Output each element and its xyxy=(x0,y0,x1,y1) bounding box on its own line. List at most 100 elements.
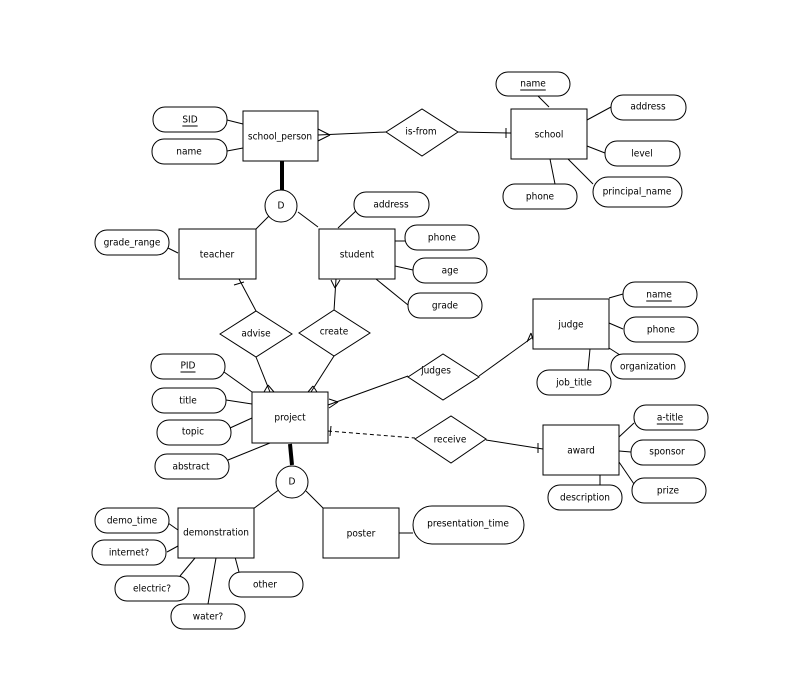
relationship-label: receive xyxy=(434,435,467,446)
attribute-judge-name[interactable]: name xyxy=(622,281,698,308)
disjoint-marker-school-person: D xyxy=(264,189,298,223)
attribute-judge-job-title[interactable]: job_title xyxy=(536,369,612,396)
attribute-student-grade[interactable]: grade xyxy=(407,292,483,319)
attribute-school-principal-name[interactable]: principal_name xyxy=(592,176,683,208)
attribute-label: water? xyxy=(193,612,224,623)
crowfoot-create-a xyxy=(307,385,314,393)
attribute-award-a-title[interactable]: a-title xyxy=(633,404,709,431)
edge-dm-electric xyxy=(179,557,196,577)
entity-student[interactable]: student xyxy=(318,228,396,280)
edge-project-receive xyxy=(327,430,416,439)
entity-label: school xyxy=(535,130,564,141)
edge-sp-name xyxy=(226,147,244,152)
attribute-project-topic[interactable]: topic xyxy=(156,419,232,446)
attribute-label: prize xyxy=(657,486,680,497)
edge-dm-internet xyxy=(166,545,179,553)
attribute-demonstration-demo-time[interactable]: demo_time xyxy=(94,507,170,534)
attribute-label: organization xyxy=(620,362,676,373)
crowfoot-project-b xyxy=(328,401,339,409)
attribute-label: sponsor xyxy=(649,447,685,458)
attribute-student-age[interactable]: age xyxy=(412,257,488,284)
attribute-school-name[interactable]: name xyxy=(495,71,571,97)
attribute-student-phone[interactable]: phone xyxy=(404,224,480,251)
disjoint-label: D xyxy=(278,201,285,212)
edge-judges-judge xyxy=(478,336,534,377)
relationship-advise[interactable]: advise xyxy=(219,310,293,358)
entity-demonstration[interactable]: demonstration xyxy=(177,507,255,559)
relationship-judges[interactable]: judges xyxy=(407,353,480,401)
attribute-label: grade_range xyxy=(104,238,161,249)
attribute-student-address[interactable]: address xyxy=(353,191,430,218)
entity-label: demonstration xyxy=(183,528,249,539)
attribute-demonstration-internet[interactable]: internet? xyxy=(91,539,167,566)
attribute-school-phone[interactable]: phone xyxy=(502,183,578,210)
relationship-create[interactable]: create xyxy=(298,309,371,357)
edge-receive-award xyxy=(485,439,544,450)
attribute-award-prize[interactable]: prize xyxy=(631,477,707,504)
edge-a-prize xyxy=(618,461,635,485)
crowfoot-student-b xyxy=(334,279,341,289)
attribute-project-abstract[interactable]: abstract xyxy=(154,453,230,480)
edge-st-address xyxy=(337,208,359,229)
attribute-poster-presentation-time[interactable]: presentation_time xyxy=(412,505,525,545)
connectors xyxy=(166,94,635,605)
attribute-label: address xyxy=(373,200,409,211)
attribute-label: other xyxy=(253,580,277,591)
attribute-school-address[interactable]: address xyxy=(610,94,687,121)
attribute-judge-phone[interactable]: phone xyxy=(623,316,699,343)
entity-label: teacher xyxy=(200,250,235,261)
entity-label: project xyxy=(274,413,306,424)
attribute-label: level xyxy=(631,149,652,160)
entity-teacher[interactable]: teacher xyxy=(178,228,257,280)
attribute-label: demo_time xyxy=(107,516,158,527)
relationship-is-from[interactable]: is-from xyxy=(385,108,459,157)
attribute-project-title[interactable]: title xyxy=(151,387,227,414)
attribute-demonstration-other[interactable]: other xyxy=(228,571,304,598)
attribute-award-description[interactable]: description xyxy=(547,484,623,511)
edge-st-age xyxy=(394,265,414,271)
crowfoot-student-a xyxy=(330,279,336,289)
attribute-demonstration-electric[interactable]: electric? xyxy=(114,575,190,602)
edge-j-phone xyxy=(608,322,624,330)
attribute-judge-organization[interactable]: organization xyxy=(610,353,686,380)
crowfoot-judge-a xyxy=(526,332,532,343)
attribute-project-pid[interactable]: PID xyxy=(150,353,226,380)
attribute-school-level[interactable]: level xyxy=(604,140,681,167)
attribute-label: principal_name xyxy=(603,187,672,198)
edge-d1-teacher xyxy=(255,214,271,230)
entity-school-person[interactable]: school_person xyxy=(242,110,319,162)
relationship-receive[interactable]: receive xyxy=(414,415,487,464)
attribute-label: abstract xyxy=(172,462,210,473)
entity-project[interactable]: project xyxy=(251,391,329,444)
relationship-label: advise xyxy=(241,329,271,340)
attribute-label: phone xyxy=(526,192,555,203)
attribute-demonstration-water[interactable]: water? xyxy=(170,603,246,630)
entity-label: award xyxy=(567,446,595,457)
attribute-school-person-sid[interactable]: SID xyxy=(152,106,228,133)
entity-award[interactable]: award xyxy=(542,424,620,476)
relationship-label: create xyxy=(320,327,349,338)
attribute-label: phone xyxy=(428,233,457,244)
crowfoot-advise-b xyxy=(267,384,275,393)
relationship-label: is-from xyxy=(405,127,436,138)
attribute-label: job_title xyxy=(555,378,592,389)
edge-p-pid xyxy=(223,371,253,393)
bar-project xyxy=(329,425,332,437)
entity-school[interactable]: school xyxy=(510,108,588,160)
entity-judge[interactable]: judge xyxy=(532,298,610,350)
entity-poster[interactable]: poster xyxy=(322,507,400,559)
edge-d2-demonstration xyxy=(252,488,281,510)
edge-p-topic xyxy=(229,417,253,429)
edge-sc-phone xyxy=(549,158,556,185)
edge-dm-time xyxy=(167,522,179,531)
attribute-teacher-grade-range[interactable]: grade_range xyxy=(94,229,170,256)
edge-a-title xyxy=(618,422,635,438)
attribute-award-sponsor[interactable]: sponsor xyxy=(630,439,706,466)
attribute-label: topic xyxy=(182,427,204,438)
entity-label: student xyxy=(340,250,375,261)
edge-d2-poster xyxy=(305,490,324,509)
entity-label: judge xyxy=(557,320,584,331)
disjoint-marker-project: D xyxy=(275,465,309,499)
edge-sc-name xyxy=(536,94,550,108)
attribute-school-person-name[interactable]: name xyxy=(151,138,228,165)
